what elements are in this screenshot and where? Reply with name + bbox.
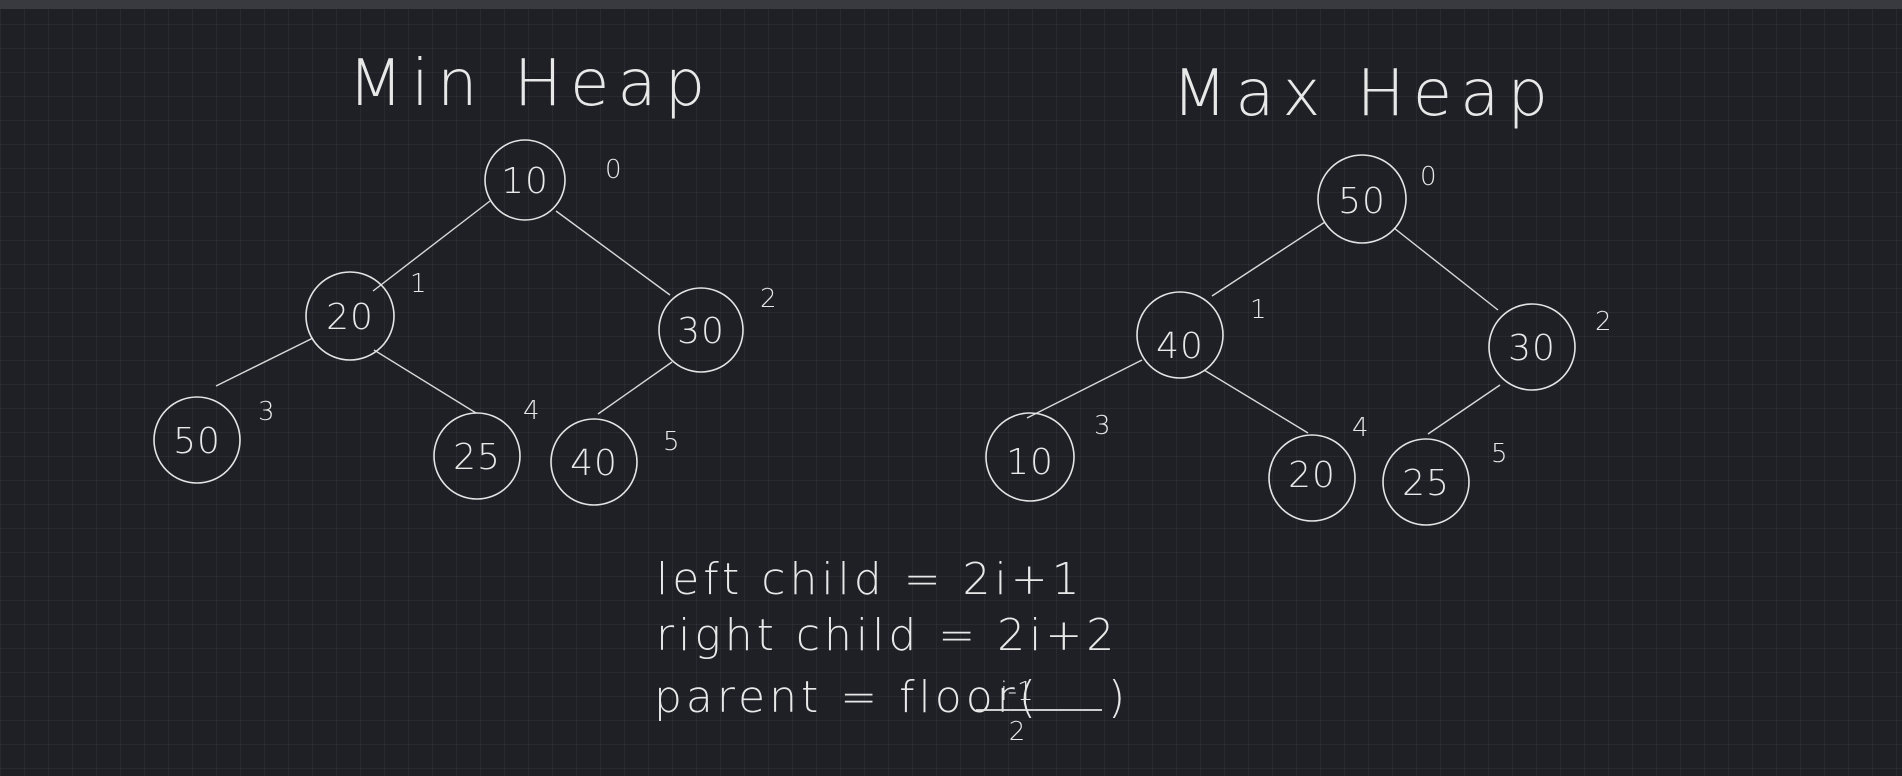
min-node-0-index: 0: [605, 155, 622, 185]
max-edge-2-5: [1427, 384, 1501, 435]
max-node-0-value: 50: [1338, 181, 1386, 222]
parent-formula-prefix: parent = floor(: [654, 672, 1040, 723]
min-node-1-value: 20: [326, 297, 374, 338]
min-node-1-index: 1: [410, 269, 427, 299]
min-node-3-index: 3: [258, 397, 275, 427]
max-edge-1-4: [1203, 369, 1309, 434]
max-heap-title: Max Heap: [1172, 57, 1556, 131]
max-node-0: 50 0: [1317, 154, 1437, 244]
max-node-1-value: 40: [1156, 326, 1204, 367]
left-child-formula: left child = 2i+1: [656, 554, 1084, 605]
min-node-5-value: 40: [570, 443, 618, 484]
min-edge-0-2: [555, 210, 671, 296]
max-node-1: 40 1: [1136, 291, 1267, 379]
max-node-2-value: 30: [1508, 328, 1556, 369]
parent-formula-numerator: i-1: [1000, 677, 1033, 707]
right-child-formula: right child = 2i+2: [656, 610, 1118, 661]
max-node-4: 20 4: [1268, 413, 1369, 522]
max-node-3-index: 3: [1094, 411, 1111, 441]
max-node-5-value: 25: [1402, 463, 1450, 504]
min-node-5: 40 5: [550, 418, 680, 506]
max-node-5-index: 5: [1491, 439, 1508, 469]
min-node-4: 25 4: [433, 396, 540, 500]
min-node-4-value: 25: [453, 437, 501, 478]
min-node-3: 50 3: [153, 396, 275, 484]
min-node-1: 20 1: [305, 269, 427, 361]
min-node-2: 30 2: [658, 284, 777, 373]
min-node-4-index: 4: [523, 396, 540, 426]
max-node-1-index: 1: [1250, 295, 1267, 325]
min-heap-title: Min Heap: [348, 47, 713, 121]
min-edge-1-4: [373, 349, 477, 414]
parent-formula-denominator: 2: [1009, 717, 1026, 747]
max-node-2-index: 2: [1595, 307, 1612, 337]
min-edge-1-3: [215, 337, 314, 387]
max-edge-0-1: [1211, 221, 1326, 297]
parent-formula-suffix: ): [1108, 672, 1129, 723]
max-edge-0-2: [1393, 227, 1499, 311]
min-node-2-index: 2: [760, 284, 777, 314]
min-edge-2-5: [597, 361, 673, 415]
max-node-3-value: 10: [1006, 442, 1054, 483]
max-node-2: 30 2: [1488, 303, 1612, 391]
top-bar: [0, 0, 1902, 9]
min-node-2-value: 30: [677, 311, 725, 352]
min-node-0-value: 10: [501, 161, 549, 202]
max-node-5: 25 5: [1382, 438, 1508, 526]
min-edge-0-1: [372, 200, 491, 292]
max-node-3: 10 3: [985, 411, 1111, 502]
parent-formula: parent = floor( i-1 2 ): [654, 672, 1129, 747]
min-node-5-index: 5: [663, 427, 680, 457]
min-node-3-value: 50: [173, 421, 221, 462]
max-edge-1-3: [1026, 359, 1143, 419]
max-node-4-index: 4: [1352, 413, 1369, 443]
min-node-0: 10 0: [484, 139, 622, 221]
max-node-4-value: 20: [1288, 455, 1336, 496]
max-node-0-index: 0: [1420, 162, 1437, 192]
